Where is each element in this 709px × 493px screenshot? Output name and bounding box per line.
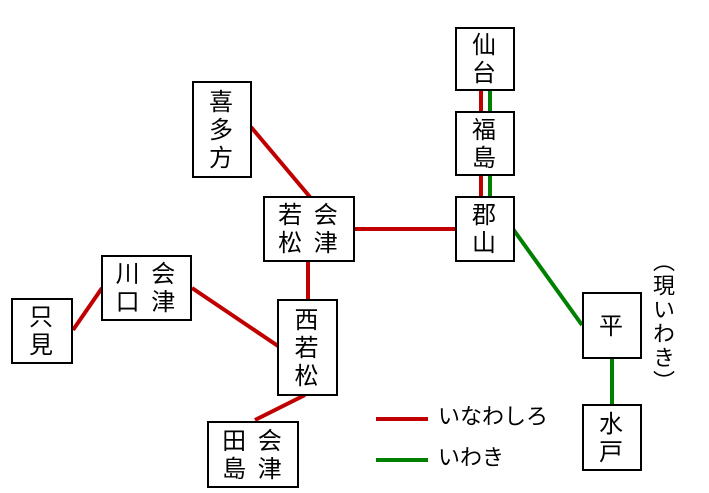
station-mito: 水 戸 [582,404,642,471]
line-nishiwakamatsu-aizukawaguchi [190,286,280,348]
station-fukushima-label: 福 島 [472,115,498,172]
legend-red-swatch [376,417,428,421]
station-aizuwakamatsu-label: 若 会 松 津 [278,201,340,257]
station-aizutajima: 田 会 島 津 [207,421,299,488]
line-aizukawaguchi-tadami [71,286,104,332]
line-kitakata-aizuwakamatsu [249,125,312,199]
legend-green-swatch [376,458,428,462]
station-tadami: 只 見 [11,298,73,364]
station-kitakata: 喜 多 方 [192,81,252,178]
station-nishiwakamatsu-label: 西 若 松 [294,305,321,390]
legend-red-label: いなわしろ [438,405,549,430]
station-koriyama-label: 郡 山 [472,201,498,257]
station-taira: 平 [582,292,642,359]
iwaki-note: （現いわき） [649,250,674,394]
station-aizukawaguchi-label: 川 会 口 津 [115,260,178,316]
station-taira-label: 平 [599,311,625,340]
station-fukushima: 福 島 [455,111,515,176]
station-sendai: 仙 台 [455,27,515,91]
station-mito-label: 水 戸 [599,409,625,466]
station-kitakata-label: 喜 多 方 [209,87,235,172]
station-tadami-label: 只 見 [29,303,55,359]
station-koriyama: 郡 山 [455,196,515,262]
line-koriyama-taira [511,227,584,327]
station-aizukawaguchi: 川 会 口 津 [101,255,192,321]
station-aizuwakamatsu: 若 会 松 津 [263,196,355,262]
station-sendai-label: 仙 台 [472,31,498,87]
station-nishiwakamatsu: 西 若 松 [277,299,338,396]
station-aizutajima-label: 田 会 島 津 [222,426,284,483]
legend-green-label: いわき [438,446,505,471]
line-nishiwakamatsu-aizutajima [254,393,306,422]
